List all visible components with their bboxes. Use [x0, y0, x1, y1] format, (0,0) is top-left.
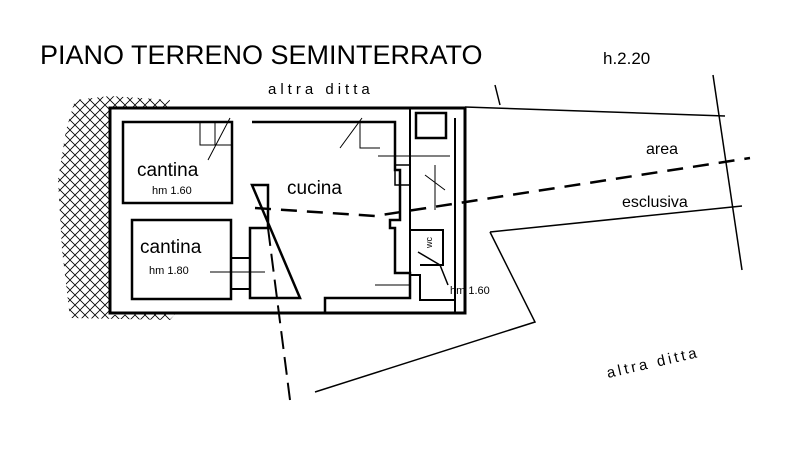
- side-height-label: hm 1.60: [450, 285, 490, 297]
- property-line: [110, 107, 465, 314]
- plan-title: PIANO TERRENO SEMINTERRATO: [40, 40, 483, 70]
- room-name-cucina: cucina: [287, 178, 342, 199]
- leader-line: [417, 251, 449, 286]
- height-note: h.2.20: [603, 49, 650, 68]
- room-name-cantina-1: cantina: [137, 160, 199, 181]
- room-name-cantina-2: cantina: [140, 237, 202, 258]
- room-height-cantina-2: hm 1.80: [149, 265, 189, 277]
- stairs-lines: [199, 117, 450, 286]
- boundary-dashed-line: [254, 156, 751, 218]
- boundary-dashed-line-2: [267, 227, 291, 401]
- earth-hatch: [58, 96, 175, 320]
- site-boundaries: [314, 74, 743, 393]
- room-height-cantina-1: hm 1.60: [152, 185, 192, 197]
- neighbor-top-label: altra ditta: [268, 81, 374, 98]
- room-name-wc: wc: [424, 237, 434, 249]
- area-label: area: [646, 141, 678, 158]
- esclusiva-label: esclusiva: [622, 194, 688, 211]
- neighbor-bottom-label: altra ditta: [605, 344, 701, 382]
